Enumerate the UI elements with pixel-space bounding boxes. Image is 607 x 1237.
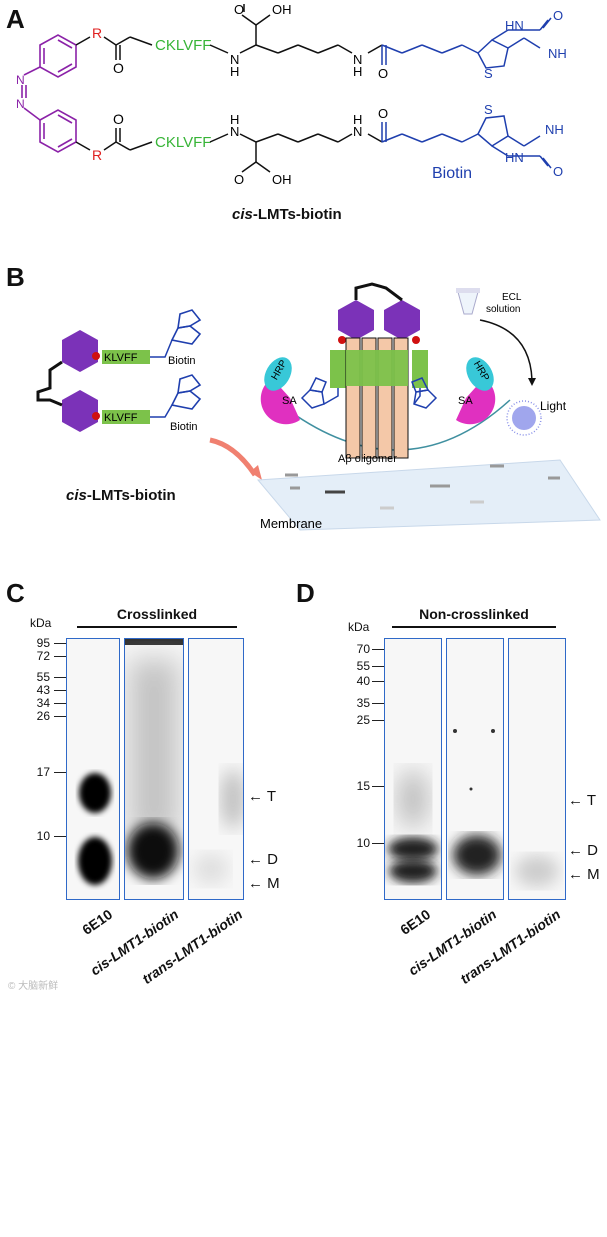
nh-bottom-n: N <box>230 124 239 139</box>
biotin-o-bottom: O <box>553 164 563 179</box>
blot-c-lane-trans <box>188 638 245 900</box>
marker-c-72: 72 <box>36 649 50 663</box>
panel-c-kda: kDa <box>30 616 52 630</box>
amide-o-bottom: O <box>378 106 388 121</box>
biotin-label: Biotin <box>432 165 472 182</box>
klvff-bottom-label: KLVFF <box>104 412 138 424</box>
carbonyl-o-bottom: O <box>113 111 124 127</box>
biotin-nh-top: NH <box>548 46 567 61</box>
biotin-hn-bottom: HN <box>505 150 524 165</box>
panel-c-arrow-t: ← T <box>248 788 277 805</box>
biotin-s-top: S <box>484 66 493 81</box>
azo-n-top: N <box>16 73 25 87</box>
marker-c-55: 55 <box>36 670 50 684</box>
panel-d-arrow-d: ← D <box>568 842 599 859</box>
klvff-box-bottom <box>102 410 150 424</box>
cooh-o-top: O <box>234 2 244 17</box>
marker-c-43: 43 <box>36 683 50 697</box>
r-group-bottom: R <box>92 147 102 163</box>
marker-d-35: 35 <box>356 696 370 710</box>
marker-d-25: 25 <box>356 713 370 727</box>
biotin-hn-top: HN <box>505 18 524 33</box>
peptide-bottom: CKLVFF <box>155 134 211 151</box>
marker-c-95: 95 <box>36 636 50 650</box>
marker-d-10: 10 <box>356 836 370 850</box>
sa-right: SA <box>458 395 473 407</box>
ecl-line2: solution <box>486 304 520 315</box>
nh-bottom-h: H <box>230 112 239 127</box>
biotin-o-top: O <box>553 8 563 23</box>
oligomer-label: Aβ oligomer <box>338 453 397 465</box>
marker-d-55: 55 <box>356 659 370 673</box>
panel-b-letter: B <box>6 262 25 292</box>
cooh-o-bottom: O <box>234 172 244 187</box>
carbonyl-o-top: O <box>113 60 124 76</box>
panel-d-arrow-t: ← T <box>568 792 597 809</box>
blot-c-lane-6e10 <box>66 638 120 900</box>
marker-c-26: 26 <box>36 709 50 723</box>
cooh-oh-bottom: OH <box>272 172 292 187</box>
panel-c-title: Crosslinked <box>116 606 198 622</box>
blot-d-lane-trans <box>508 638 566 900</box>
panel-a-caption: cis-LMTs-biotin <box>232 206 342 223</box>
biotin-s-bottom: S <box>484 102 493 117</box>
peptide-top: CKLVFF <box>155 37 211 54</box>
panel-c-letter: C <box>6 578 25 608</box>
r-group-top: R <box>92 25 102 41</box>
panel-c-arrow-d: ← D <box>248 851 279 868</box>
panel-d-title-underline <box>392 626 556 628</box>
watermark: © 大脑新鲜 <box>8 981 59 992</box>
cooh-oh-top: OH <box>272 2 292 17</box>
panel-c-title-underline <box>77 626 237 628</box>
blot-d-lane-6e10 <box>384 638 442 900</box>
biotin-label-bottom: Biotin <box>170 421 198 433</box>
amide-h-top: H <box>353 64 362 79</box>
panel-b-schematic: KLVFF KLVFF Biotin Biotin Membrane <box>36 282 601 531</box>
biotin-nh-bottom: NH <box>545 122 564 137</box>
panel-c-arrow-m: ← M <box>248 875 280 892</box>
panel-a-structure: N N R O CKLVFF R O CKLVFF N H <box>16 2 567 187</box>
klvff-box-top <box>102 350 150 364</box>
panel-d-letter: D <box>296 578 315 608</box>
marker-c-34: 34 <box>36 696 50 710</box>
marker-d-15: 15 <box>356 779 370 793</box>
ecl-line1: ECL <box>502 292 522 303</box>
marker-c-17: 17 <box>36 765 50 779</box>
sa-left: SA <box>282 395 297 407</box>
amide-o-top: O <box>378 66 388 81</box>
light-label: Light <box>540 399 567 413</box>
nh-top-h: H <box>230 64 239 79</box>
membrane-label: Membrane <box>260 516 322 531</box>
klvff-top-label: KLVFF <box>104 352 138 364</box>
panel-a-letter: A <box>6 4 25 34</box>
panel-b-caption: cis-LMTs-biotin <box>66 487 176 504</box>
amide-h-bottom: H <box>353 112 362 127</box>
azo-n-bottom: N <box>16 97 25 111</box>
panel-d-arrow-m: ← M <box>568 866 600 883</box>
amide-n-bottom: N <box>353 124 362 139</box>
panel-d-lane-label-2: cis-LMT1-biotin <box>405 906 500 979</box>
marker-d-40: 40 <box>356 674 370 688</box>
marker-c-10: 10 <box>36 829 50 843</box>
panel-d-title: Non-crosslinked <box>419 606 529 622</box>
amide-n-top: N <box>353 52 362 67</box>
marker-d-70: 70 <box>356 642 370 656</box>
blot-c-lane-cis <box>124 638 184 900</box>
blot-d-lane-cis <box>446 638 504 900</box>
nh-top-n: N <box>230 52 239 67</box>
panel-d-kda: kDa <box>348 620 370 634</box>
biotin-label-top: Biotin <box>168 355 196 367</box>
